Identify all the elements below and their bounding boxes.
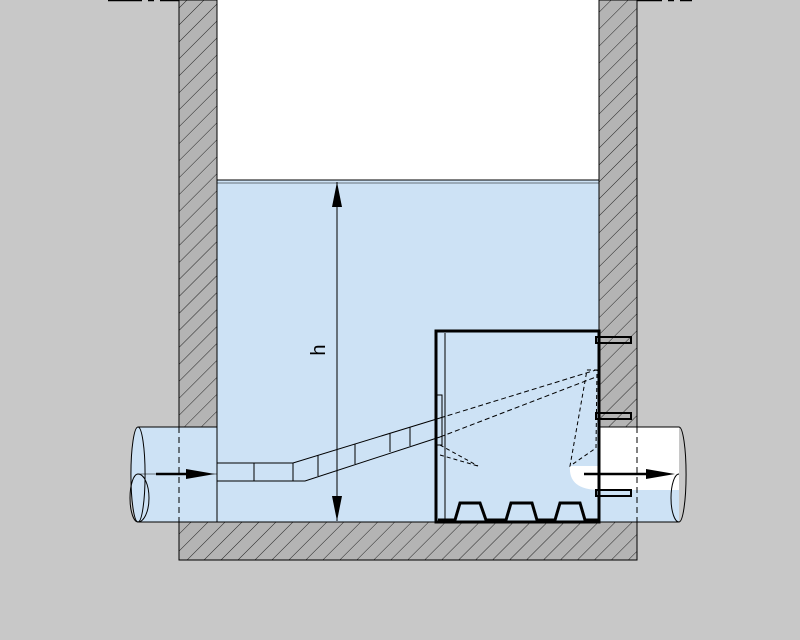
inlet-flow-arrow-icon	[156, 469, 215, 479]
wall-anchors	[595, 336, 632, 497]
height-dimension	[332, 182, 342, 521]
floor-slab	[178, 521, 638, 561]
air-space	[217, 0, 599, 180]
height-label: h	[308, 344, 330, 355]
inlet-chute	[217, 417, 441, 482]
water-body	[217, 180, 599, 522]
separator-unit	[434, 329, 601, 524]
